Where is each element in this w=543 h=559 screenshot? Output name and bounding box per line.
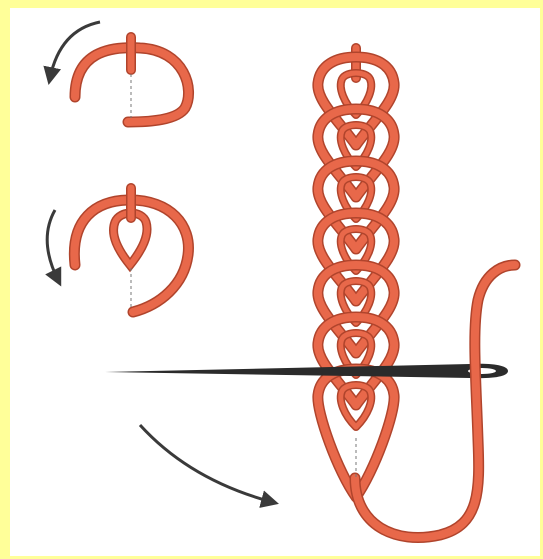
rotation-arrow-icon	[47, 210, 58, 280]
needle-icon	[105, 364, 508, 378]
thread-tail	[355, 265, 515, 538]
step-1-first-loop	[50, 22, 189, 122]
direction-arrow-icon	[140, 425, 272, 502]
step-2-second-loop	[47, 188, 188, 312]
step-3-chain-with-needle	[318, 48, 394, 497]
